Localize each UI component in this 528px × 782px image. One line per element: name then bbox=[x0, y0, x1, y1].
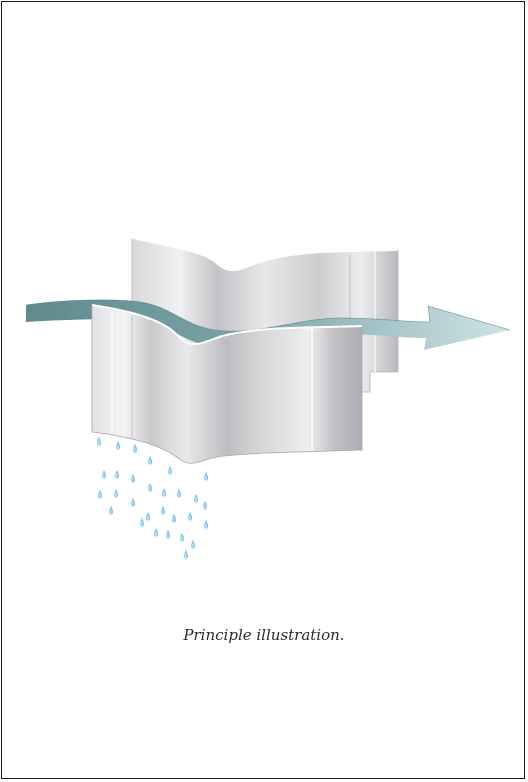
figure-caption: Principle illustration. bbox=[0, 626, 528, 644]
